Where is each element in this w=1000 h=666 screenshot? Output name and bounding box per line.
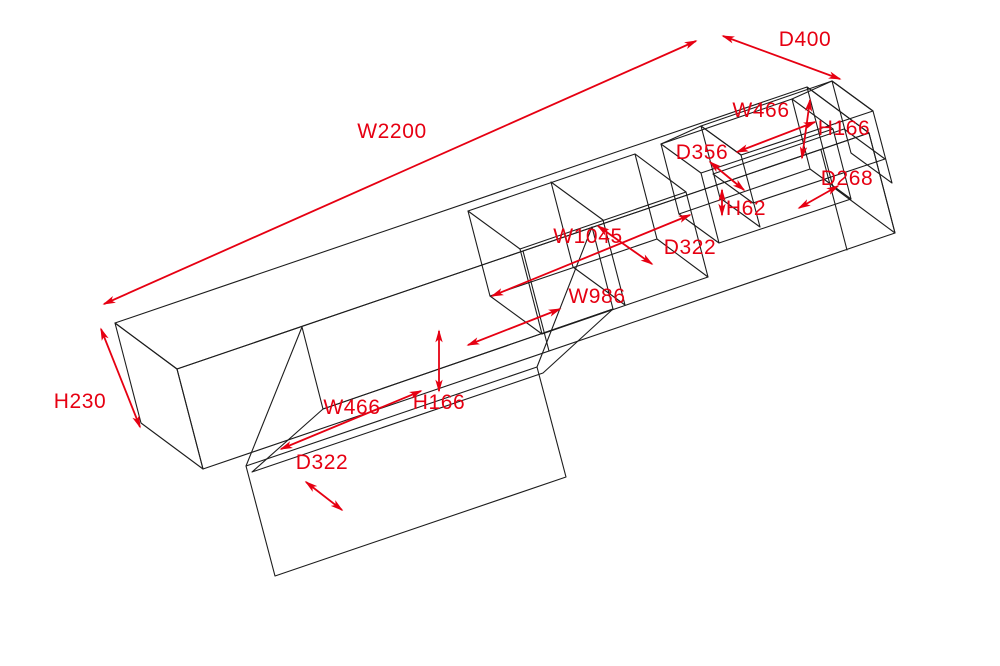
lower-drawer-left-wall-edge	[245, 326, 303, 467]
dim-label-w466-drawer: W466	[323, 396, 380, 419]
dim-label-w986: W986	[568, 285, 625, 308]
dim-arrow-d356	[708, 160, 746, 192]
dimension-labels: W2200 D400 H230 W466 H166 D356 D268 H62 …	[54, 28, 874, 474]
dim-arrow-d268	[797, 185, 840, 209]
dim-label-w466-top: W466	[732, 99, 789, 122]
dim-arrow-d400	[721, 35, 842, 80]
dim-arrow-d322-drawer	[304, 481, 344, 511]
dim-label-d356: D356	[676, 141, 729, 164]
dim-arrow-h166-top	[799, 98, 813, 160]
dim-arrow-w986	[466, 308, 562, 346]
right-end-panel	[806, 86, 896, 234]
dim-label-w2200: W2200	[357, 120, 427, 143]
dim-label-h166-drawer: H166	[413, 391, 466, 414]
dim-arrow-w2200	[102, 40, 698, 305]
dim-arrow-h230	[100, 327, 141, 429]
dimension-arrows	[100, 35, 842, 511]
dim-arrow-w1045	[490, 214, 692, 297]
front-seam-right	[820, 149, 848, 251]
dim-label-w1045: W1045	[553, 225, 623, 248]
dim-label-d268: D268	[821, 167, 874, 190]
dim-label-h166-top: H166	[818, 117, 871, 140]
dim-label-d322-drawer: D322	[296, 451, 349, 474]
lower-drawer-front-panel	[245, 366, 567, 577]
dim-arrow-d322-middle	[596, 225, 654, 265]
dim-arrow-w466-drawer	[279, 390, 423, 450]
dim-label-h62: H62	[726, 197, 766, 220]
dim-label-h230: H230	[54, 390, 107, 413]
dim-label-d400: D400	[779, 28, 832, 51]
cabinet-line-art	[114, 80, 896, 577]
dim-label-d322-middle: D322	[664, 236, 717, 259]
